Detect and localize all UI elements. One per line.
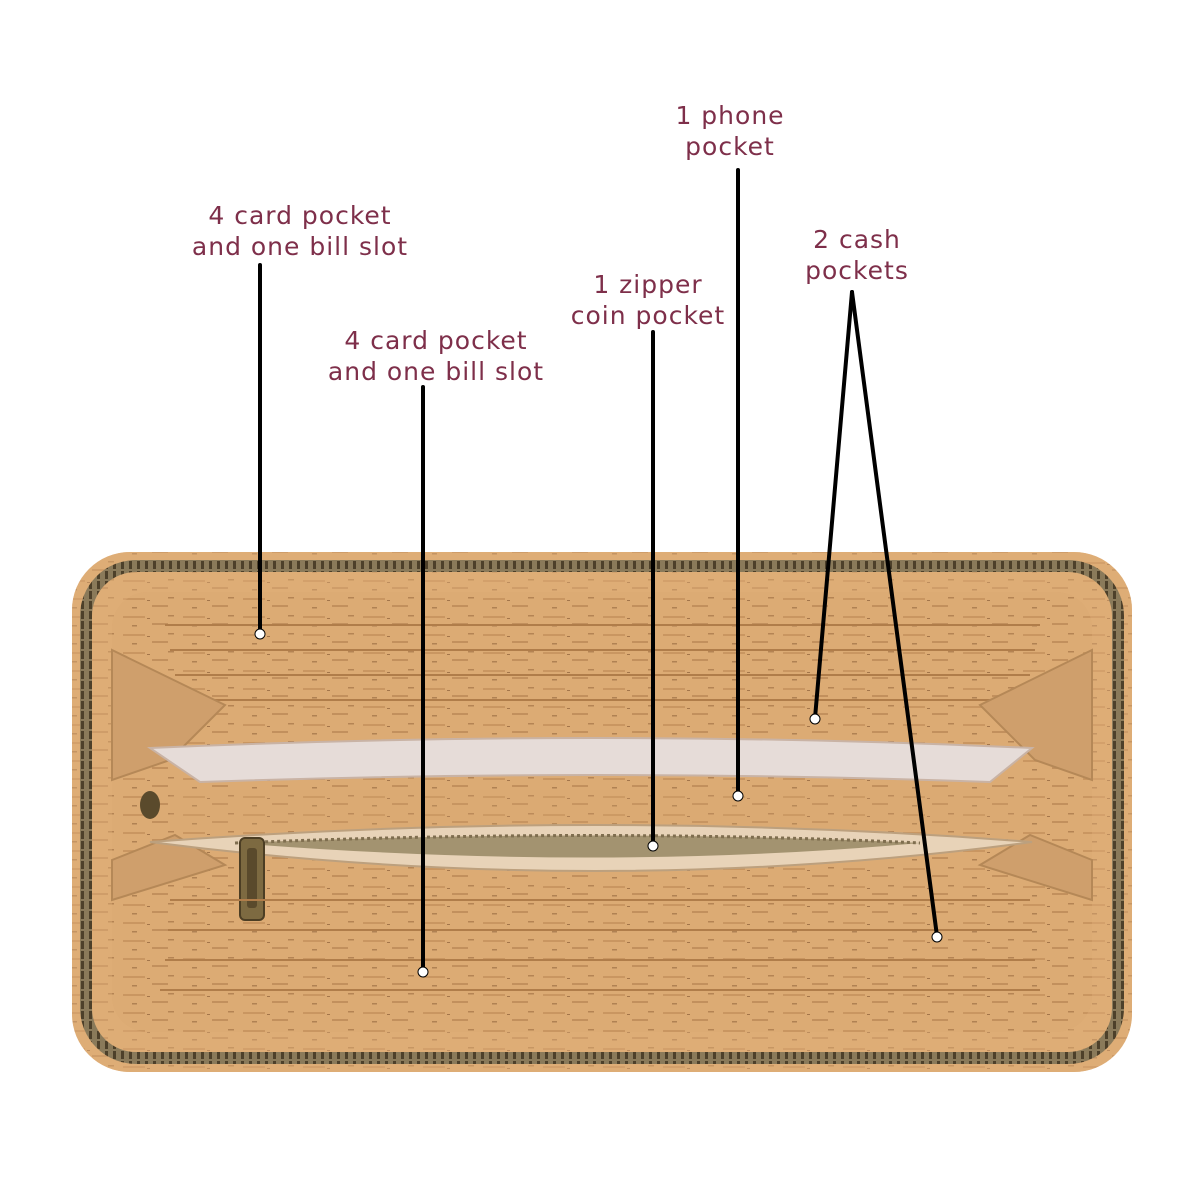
- label-center-card-pocket: 4 card pocket and one bill slot: [286, 325, 586, 387]
- label-cash-pockets: 2 cash pockets: [757, 224, 957, 286]
- leader-line-cash-pocket-2: [850, 290, 939, 938]
- marker-dot-cash-pocket-1: [809, 713, 821, 725]
- label-phone-pocket-line-1: 1 phone: [675, 101, 785, 130]
- label-left-card-pocket-line-2: and one bill slot: [191, 232, 409, 261]
- front-card-slots: [160, 899, 1040, 991]
- zipper-coin-pocket-shape: [149, 824, 1033, 872]
- marker-dot-center-card-pocket: [417, 966, 429, 978]
- leader-line-cash-pocket-1: [813, 290, 854, 720]
- right-gusset: [978, 648, 1093, 782]
- label-left-card-pocket-line-1: 4 card pocket: [208, 201, 392, 230]
- label-center-card-pocket-line-2: and one bill slot: [327, 357, 545, 386]
- label-cash-pockets-line-2: pockets: [805, 256, 909, 285]
- outer-zipper-slider: [140, 791, 160, 819]
- cash-divider-insert: [146, 737, 1035, 784]
- label-phone-pocket-line-2: pocket: [685, 132, 775, 161]
- marker-dots: [254, 628, 943, 978]
- marker-dot-zipper-coin-pocket: [647, 840, 659, 852]
- label-phone-pocket: 1 phone pocket: [630, 100, 830, 162]
- marker-dot-phone-pocket: [732, 790, 744, 802]
- label-cash-pockets-line-1: 2 cash: [813, 225, 901, 254]
- marker-dot-left-card-pocket: [254, 628, 266, 640]
- zipper-pull: [239, 837, 265, 921]
- zipper-track: [80, 560, 1124, 1064]
- label-zipper-coin-pocket: 1 zipper coin pocket: [548, 269, 748, 331]
- marker-dot-cash-pocket-2: [931, 931, 943, 943]
- label-zipper-coin-pocket-line-2: coin pocket: [570, 301, 726, 330]
- leader-lines: [258, 168, 939, 972]
- label-center-card-pocket-line-1: 4 card pocket: [344, 326, 528, 355]
- label-zipper-coin-pocket-line-1: 1 zipper: [593, 270, 703, 299]
- label-left-card-pocket: 4 card pocket and one bill slot: [150, 200, 450, 262]
